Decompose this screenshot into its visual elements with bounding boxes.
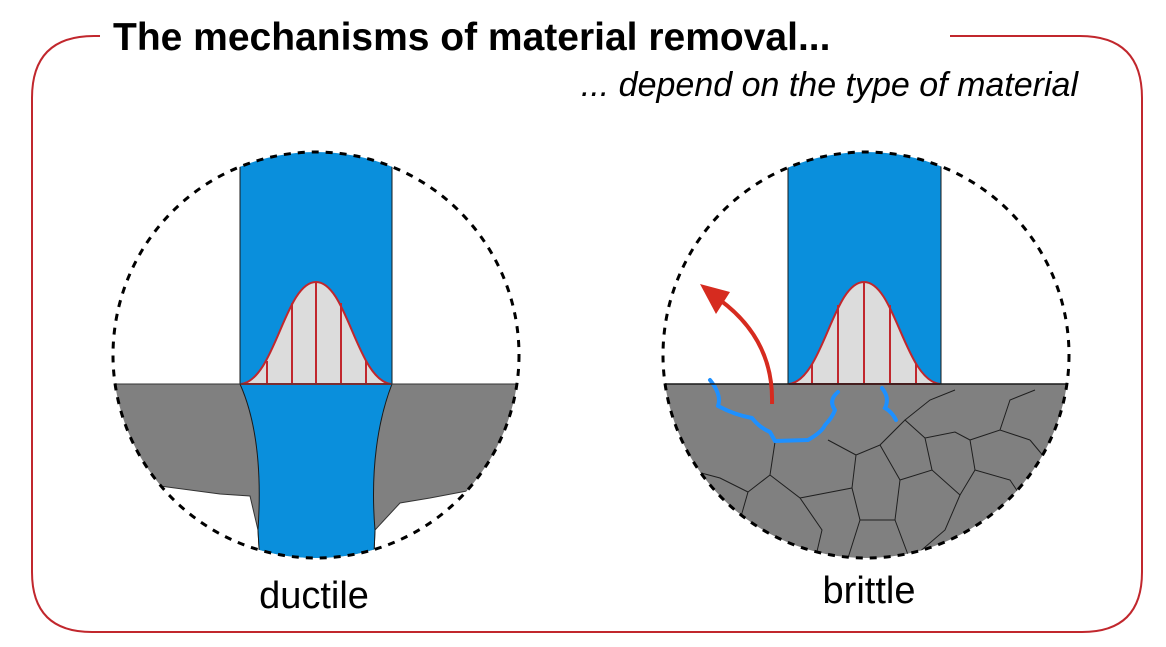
brittle-crack	[708, 378, 840, 443]
chip-ejection-arrowhead	[700, 284, 730, 314]
frame-border	[31, 35, 1143, 633]
brittle-label: brittle	[823, 570, 916, 612]
diagram-subtitle: ... depend on the type of material	[581, 66, 1080, 104]
ductile-tool-penetration	[239, 383, 393, 558]
chip-ejection-arrow	[718, 298, 775, 405]
brittle-dashed-circle	[661, 150, 1071, 560]
ductile-label: ductile	[259, 575, 369, 617]
brittle-pressure-lines	[811, 282, 917, 384]
ductile-panel: ductile	[111, 150, 521, 617]
brittle-crack-small	[880, 386, 898, 422]
ductile-dashed-circle	[111, 150, 521, 560]
ductile-pressure-lines	[266, 282, 367, 384]
diagram-title: The mechanisms of material removal...	[113, 16, 830, 59]
brittle-panel: brittle	[661, 150, 1071, 612]
